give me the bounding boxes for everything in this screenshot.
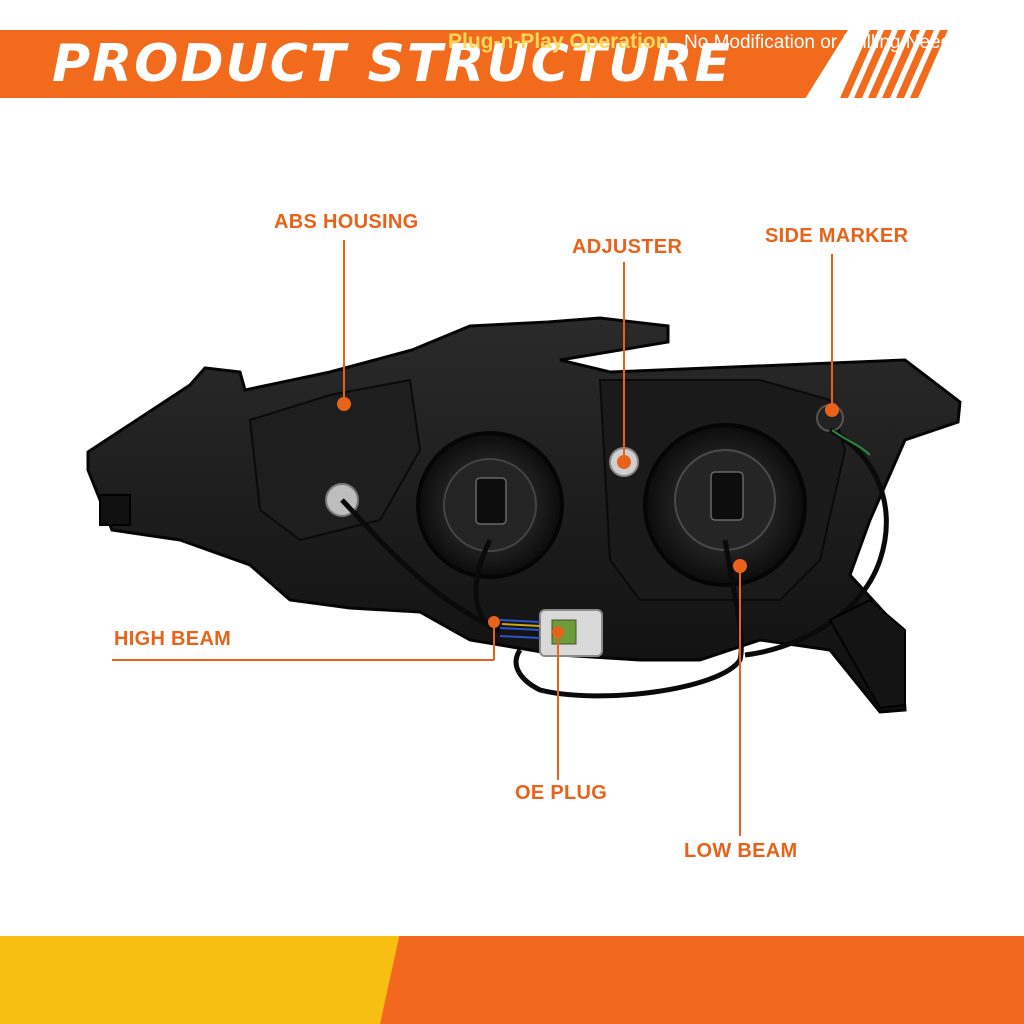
callout-dot-icon bbox=[617, 455, 631, 469]
footer-main-strip bbox=[380, 936, 1024, 1024]
callout-high-beam: HIGH BEAM bbox=[114, 628, 232, 650]
callout-dot-icon bbox=[488, 616, 500, 628]
footer-rest-text: No Modification or Drilling Needed bbox=[684, 32, 973, 53]
callout-dot-icon bbox=[552, 626, 564, 638]
stripe-decoration-icon bbox=[840, 30, 948, 98]
callout-dot-icon bbox=[825, 403, 839, 417]
callout-abs-housing: ABS HOUSING bbox=[274, 211, 419, 233]
footer-banner bbox=[0, 936, 1024, 1024]
callout-low-beam: LOW BEAM bbox=[684, 840, 798, 862]
callout-oe-plug: OE PLUG bbox=[515, 782, 608, 804]
header-banner bbox=[0, 30, 848, 98]
callout-side-marker: SIDE MARKER bbox=[765, 225, 909, 247]
callout-dot-icon bbox=[733, 559, 747, 573]
page-title: PRODUCT STRUCTURE bbox=[52, 34, 733, 94]
callout-adjuster: ADJUSTER bbox=[572, 236, 683, 258]
footer-lead-text: Plug-n-Play Operation bbox=[448, 30, 669, 53]
footer-accent bbox=[0, 936, 400, 1024]
callout-dot-icon bbox=[337, 397, 351, 411]
